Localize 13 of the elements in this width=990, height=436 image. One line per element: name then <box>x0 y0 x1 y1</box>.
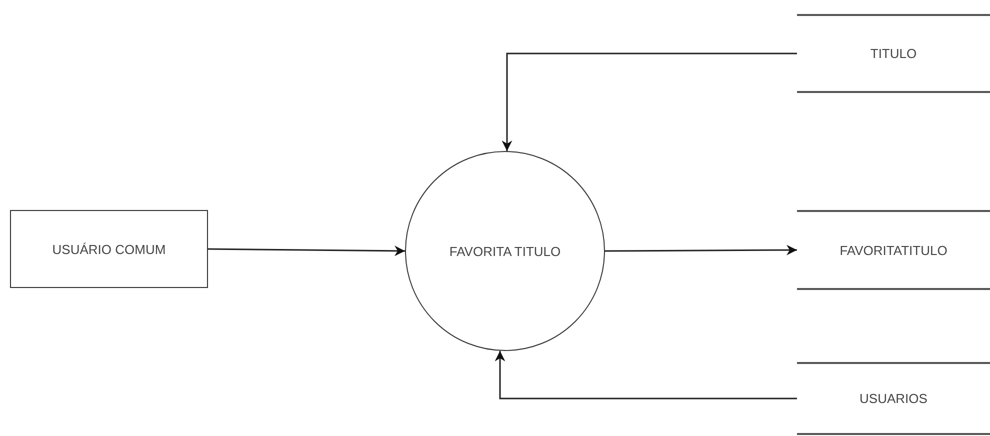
node-label: USUÁRIO COMUM <box>52 242 166 256</box>
data-store <box>797 210 990 290</box>
arrow <box>502 52 797 152</box>
data-store <box>797 14 990 93</box>
arrow <box>494 350 797 400</box>
node-label: FAVORITATITULO <box>840 242 948 258</box>
data-store <box>797 362 990 435</box>
node-label: FAVORITA TITULO <box>449 244 561 258</box>
node-label: USUARIOS <box>860 391 928 406</box>
arrow <box>605 244 797 256</box>
entity-box <box>10 210 208 288</box>
node-label: TITULO <box>870 46 917 61</box>
arrow <box>208 246 405 256</box>
